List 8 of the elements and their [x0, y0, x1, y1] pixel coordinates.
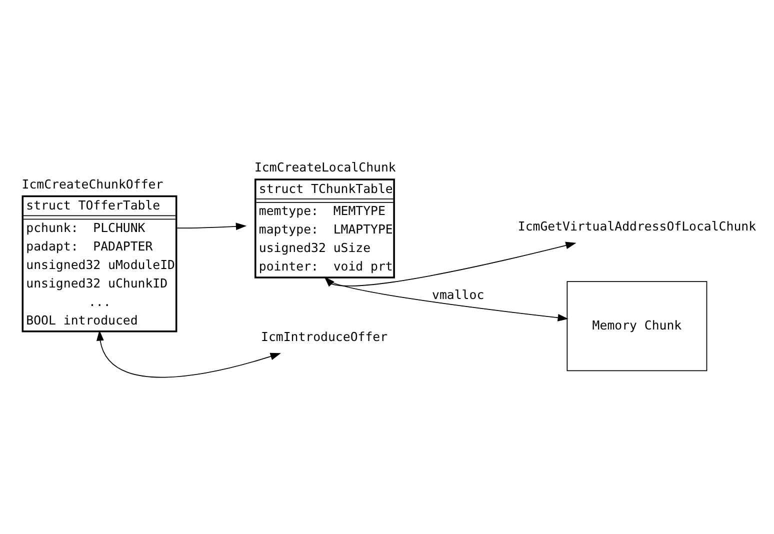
node-label: IcmCreateChunkOffer: [22, 178, 164, 192]
edge-label: vmalloc: [432, 288, 484, 302]
node-box: Memory Chunk: [566, 281, 708, 372]
node-text: IcmIntroduceOffer: [261, 330, 388, 344]
arrow: [96, 330, 281, 378]
arrow: [176, 222, 247, 230]
node-text: IcmGetVirtualAddressOfLocalChunk: [518, 219, 756, 234]
node-label: IcmCreateLocalChunk: [254, 160, 396, 175]
